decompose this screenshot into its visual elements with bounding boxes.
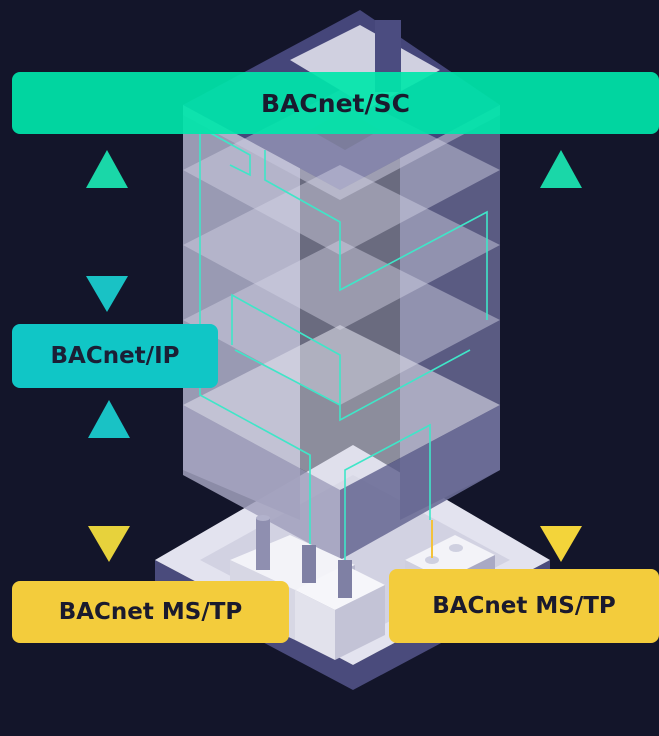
wire [199, 130, 311, 570]
panel-knob [425, 556, 439, 564]
floor-2 [183, 165, 500, 330]
bacnet-ip-label: BACnet/IP [12, 324, 218, 388]
network-wires [199, 129, 488, 570]
arrow-head-up [540, 150, 582, 188]
device-box2-front [295, 590, 335, 660]
floor-3 [183, 240, 500, 405]
arrow-head-up [88, 400, 130, 438]
bacnet-ip-text: BACnet/IP [50, 343, 180, 369]
bacnet-mstp-left-label: BACnet MS/TP [12, 581, 289, 643]
floors [183, 90, 500, 560]
wire [264, 150, 488, 320]
tower-front-lower-right [340, 405, 500, 560]
wire [234, 349, 341, 406]
device-box2-side [335, 585, 385, 660]
pipe-cap [256, 515, 270, 521]
pipe [338, 560, 352, 598]
arrow-sc-ip [86, 150, 128, 312]
bacnet-mstp-right-text: BACnet MS/TP [432, 593, 616, 619]
wire [231, 293, 471, 422]
equipment-left [230, 515, 385, 660]
wire [344, 423, 431, 570]
arrow-head-up [86, 150, 128, 188]
pipe [302, 545, 316, 583]
bacnet-sc-text: BACnet/SC [261, 88, 410, 118]
floor-4 [183, 325, 500, 490]
wire [204, 129, 251, 177]
arrow-head-down [540, 526, 582, 562]
arrow-sc-mstp [540, 150, 582, 562]
arrow-head-down [86, 276, 128, 312]
panel-top [405, 535, 495, 580]
bacnet-mstp-right-label: BACnet MS/TP [389, 569, 659, 643]
tower-front-lower [183, 405, 340, 560]
bacnet-sc-label: BACnet/SC [12, 72, 659, 134]
arrow-head-down [88, 526, 130, 562]
bacnet-mstp-left-text: BACnet MS/TP [58, 599, 243, 625]
arrow-ip-mstp [88, 400, 130, 562]
pipe [256, 518, 270, 570]
panel-knob [449, 544, 463, 552]
